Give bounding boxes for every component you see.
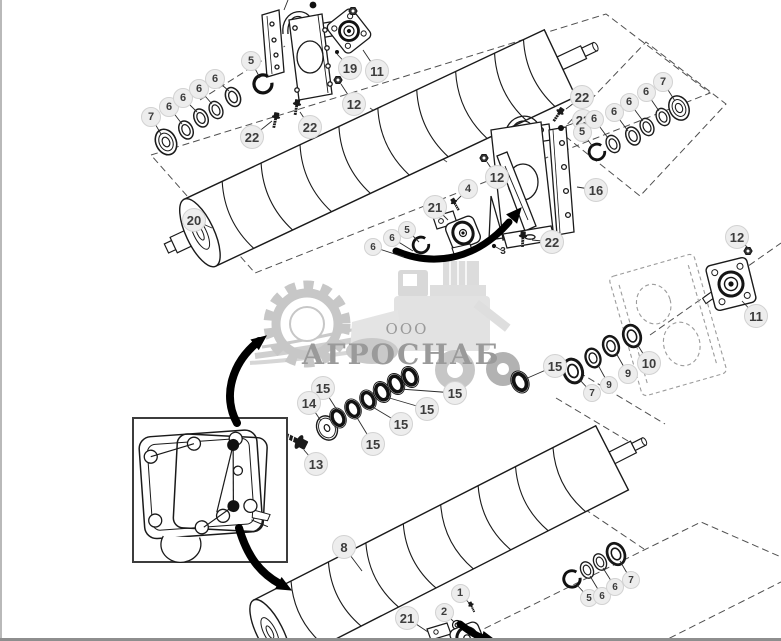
- watermark-logo: ООО АГРОСНАБ: [249, 261, 520, 390]
- washer-stack-bottom-right: [559, 538, 630, 591]
- washer-stack-mid-left: [409, 233, 433, 257]
- flange-bearing-11-top: [326, 8, 372, 54]
- flow-arrows: [226, 207, 522, 641]
- bracket-16: [488, 115, 575, 249]
- flange-bearing-11-right: [701, 256, 757, 312]
- arrow-down-icon: [235, 524, 284, 588]
- bearing-housing-21-mid: [432, 210, 481, 258]
- gear-icon: [263, 280, 351, 368]
- page-border-left: [0, 0, 2, 641]
- washer-stack-right-plate: [558, 321, 646, 388]
- arrow-mid-icon: [392, 218, 513, 263]
- combine-harvester-silhouette: [346, 261, 520, 390]
- spacer-stack-15: [277, 361, 535, 454]
- washer-stack-top-left: [150, 70, 276, 160]
- inset-detail-box: [132, 417, 288, 563]
- page-border-bottom: [0, 638, 781, 641]
- washer-stack-top-right: [585, 91, 694, 164]
- bracket-19: [261, 9, 339, 101]
- watermark-company-prefix: ООО: [386, 320, 429, 338]
- arrow-up-icon: [226, 337, 263, 427]
- watermark-company-name: АГРОСНАБ: [301, 338, 500, 371]
